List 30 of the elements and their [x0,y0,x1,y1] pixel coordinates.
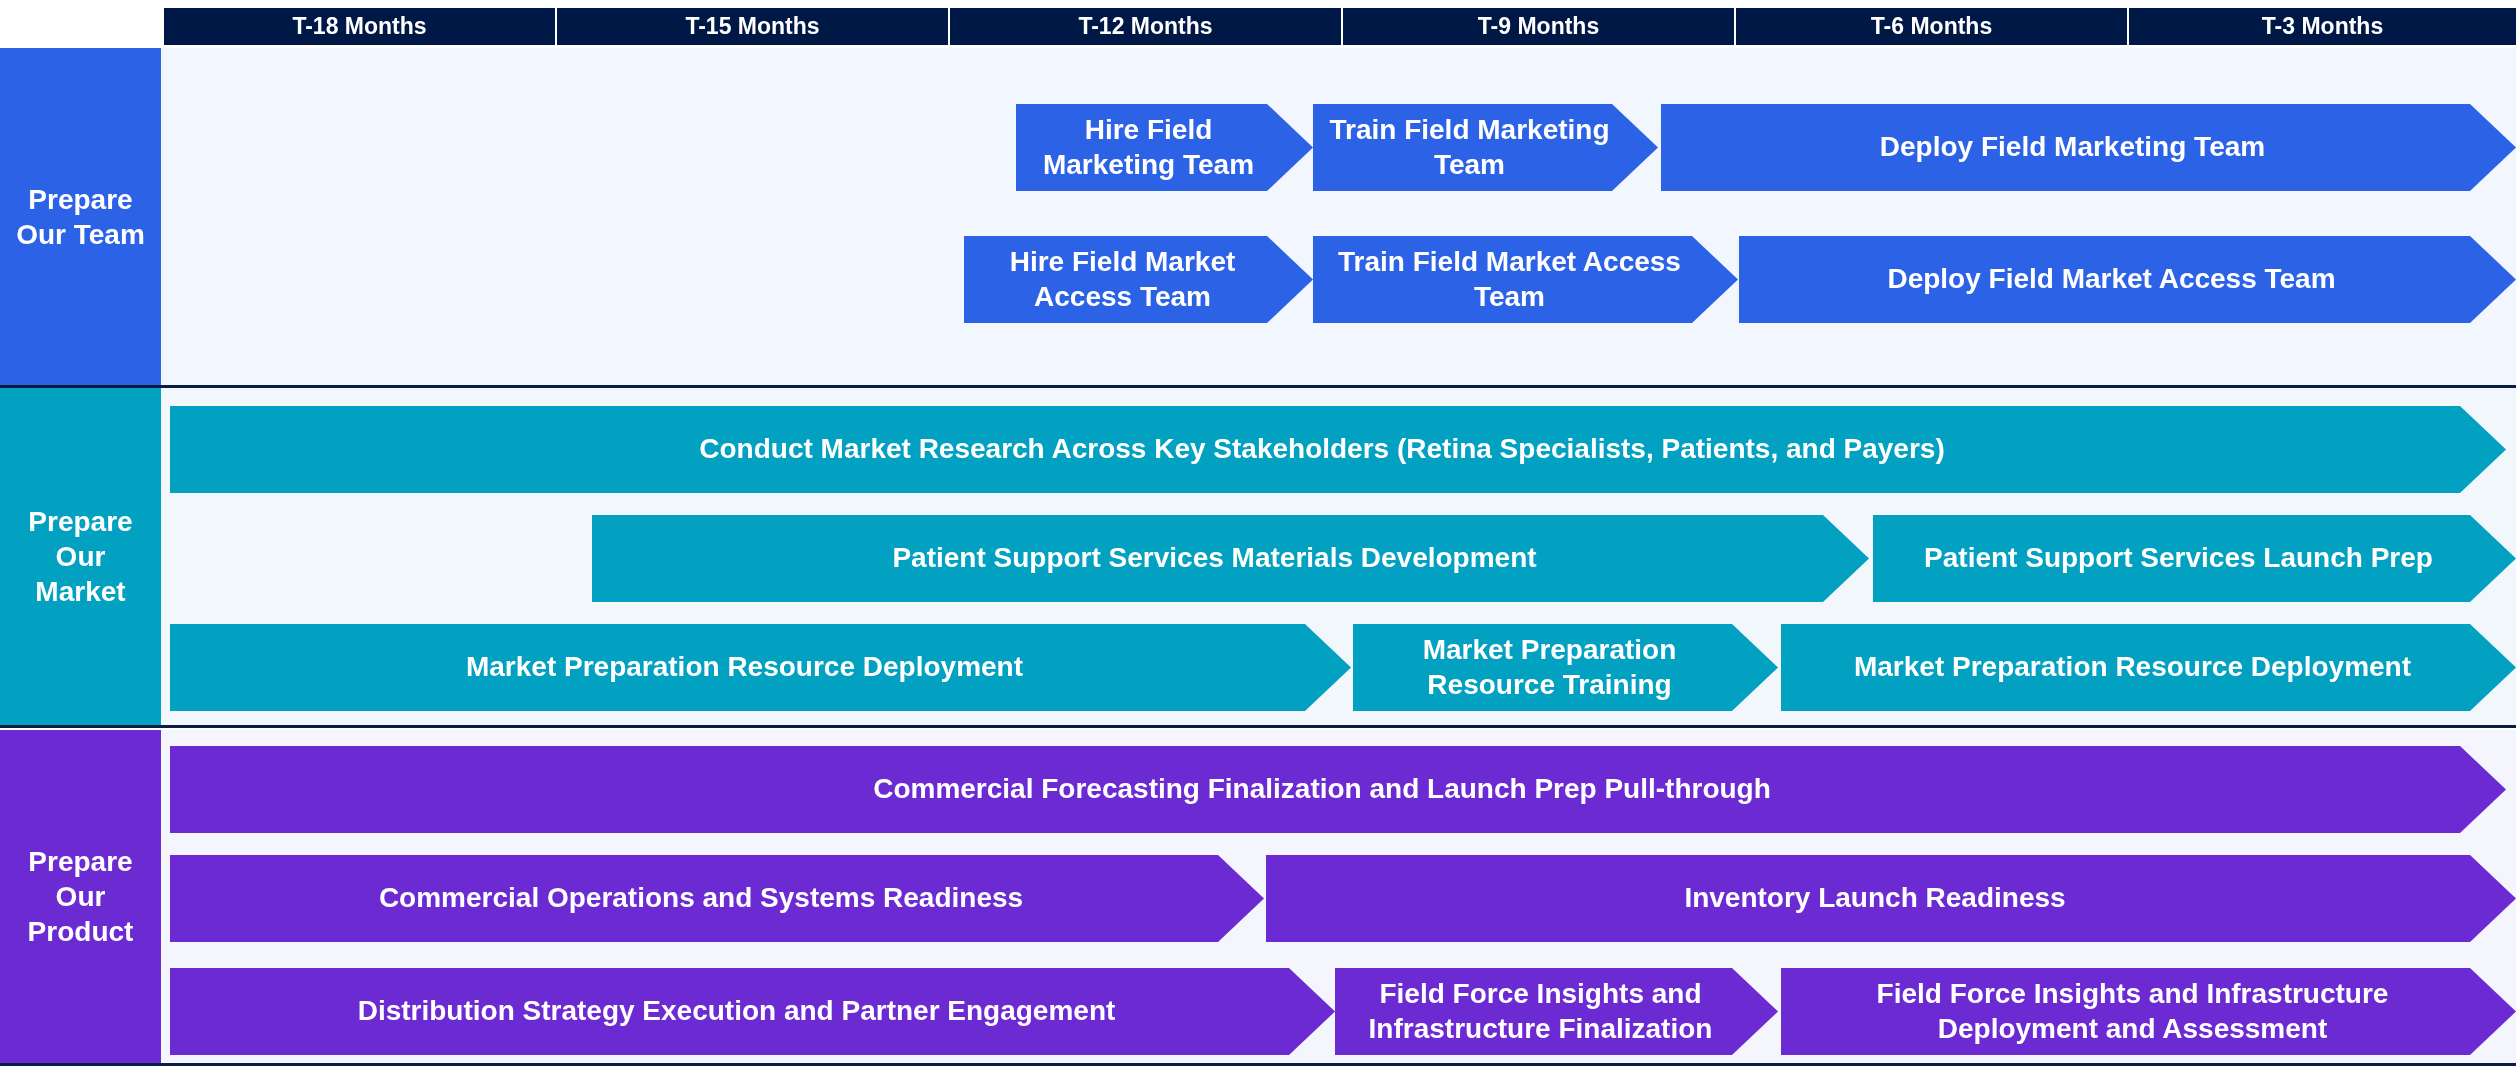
chevron-bar: Inventory Launch Readiness [1266,855,2516,942]
row-label: Prepare Our Market [0,388,161,725]
chevron-bar: Market Preparation Resource Training [1353,624,1778,711]
row-band [0,48,2516,388]
chevron-bar: Field Force Insights and Infrastructure Deployment and Assessment [1781,968,2516,1055]
chevron-bar: Commercial Operations and Systems Readiness [170,855,1264,942]
chevron-bar: Train Field Marketing Team [1313,104,1658,191]
row-label: Prepare Our Product [0,730,161,1063]
chevron-bar: Market Preparation Resource Deployment [1781,624,2516,711]
chevron-bar: Distribution Strategy Execution and Partner Engagement [170,968,1335,1055]
row-band [0,730,2516,1066]
timeline-header: T-15 Months [557,8,948,45]
timeline-header: T-3 Months [2129,8,2516,45]
chevron-bar: Train Field Market Access Team [1313,236,1738,323]
chevron-bar: Commercial Forecasting Finalization and Launch Prep Pull-through [170,746,2506,833]
row-label: Prepare Our Team [0,48,161,385]
row-band [0,388,2516,728]
chevron-bar: Deploy Field Marketing Team [1661,104,2516,191]
chevron-bar: Market Preparation Resource Deployment [170,624,1351,711]
chevron-bar: Conduct Market Research Across Key Stakeholders (Retina Specialists, Patients, and Payers) [170,406,2506,493]
timeline-header: T-18 Months [164,8,555,45]
chevron-bar: Hire Field Market Access Team [964,236,1313,323]
timeline-header: T-12 Months [950,8,1341,45]
chevron-bar: Hire Field Marketing Team [1016,104,1313,191]
timeline-header: T-6 Months [1736,8,2127,45]
chevron-bar: Patient Support Services Launch Prep [1873,515,2516,602]
timeline-header: T-9 Months [1343,8,1734,45]
chevron-bar: Deploy Field Market Access Team [1739,236,2516,323]
chevron-bar: Field Force Insights and Infrastructure Finalization [1335,968,1778,1055]
chevron-bar: Patient Support Services Materials Development [592,515,1869,602]
